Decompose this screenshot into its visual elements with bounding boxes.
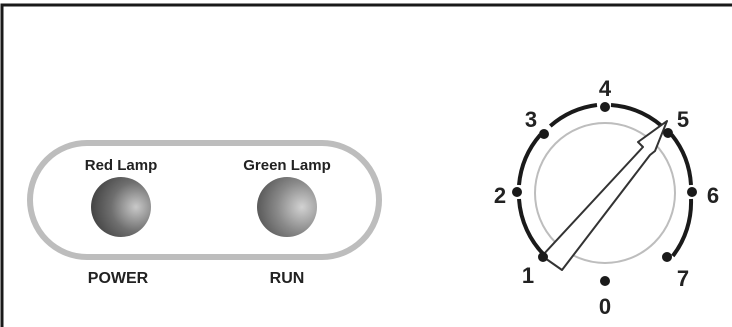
dot-4	[600, 102, 610, 112]
dot-1	[538, 252, 548, 262]
dial-position-dots	[512, 102, 697, 286]
dot-6	[687, 187, 697, 197]
dial-label-1: 1	[522, 263, 534, 288]
dot-3	[539, 129, 549, 139]
dial-label-2: 2	[494, 183, 506, 208]
dial-label-4: 4	[599, 76, 612, 101]
lamp-group-frame	[27, 140, 382, 260]
dial-label-0: 0	[599, 294, 611, 319]
lamp-red: Red Lamp POWER	[85, 157, 158, 287]
dot-5	[663, 128, 673, 138]
lamp-red-label: Red Lamp	[85, 157, 158, 174]
dial-label-7: 7	[677, 266, 689, 291]
dot-2	[512, 187, 522, 197]
dial-position-labels: 0 1 2 3 4 5 6 7	[494, 76, 719, 319]
dot-7	[662, 252, 672, 262]
rotary-selector[interactable]: 0 1 2 3 4 5 6 7	[494, 76, 719, 319]
dial-label-5: 5	[677, 107, 689, 132]
dial-pointer[interactable]	[541, 120, 668, 271]
run-label: RUN	[270, 270, 305, 287]
green-lamp-indicator	[257, 177, 317, 237]
dial-label-6: 6	[707, 183, 719, 208]
dial-label-3: 3	[525, 107, 537, 132]
lamp-green: Green Lamp RUN	[243, 157, 331, 287]
red-lamp-indicator	[91, 177, 151, 237]
lamp-green-label: Green Lamp	[243, 157, 331, 174]
dot-0	[600, 276, 610, 286]
dial-ring	[517, 103, 694, 258]
power-label: POWER	[88, 270, 149, 287]
panel-border	[0, 3, 732, 327]
